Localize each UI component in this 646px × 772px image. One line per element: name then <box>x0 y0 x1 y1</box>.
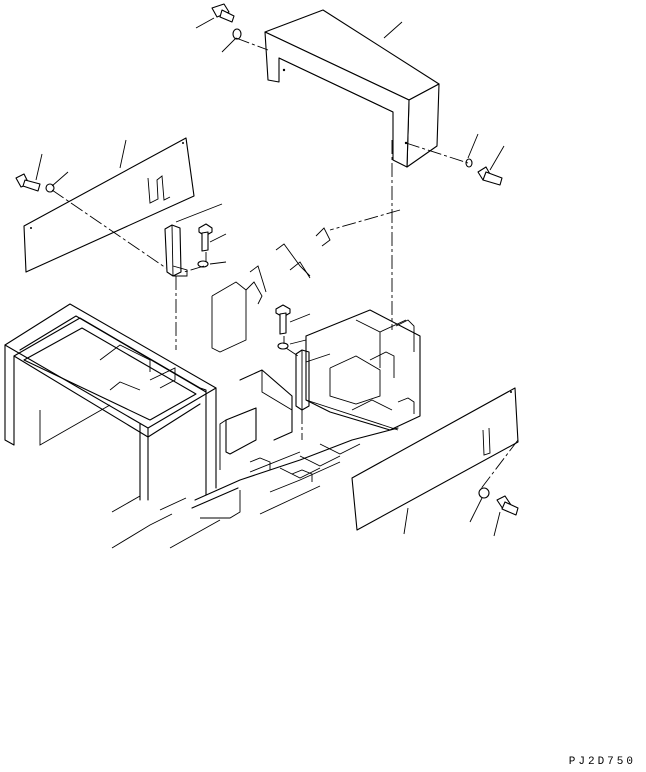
assembly-lines <box>51 37 519 491</box>
small-washer-b <box>277 342 289 350</box>
left-side-plate <box>23 137 195 273</box>
left-bracket <box>164 224 188 277</box>
right-bolt <box>477 166 503 186</box>
right-side-plate <box>351 387 519 531</box>
right-lower-bolt <box>496 495 519 516</box>
top-cover <box>264 9 440 168</box>
left-bolt <box>15 173 41 192</box>
top-washer <box>232 28 242 40</box>
drawing-code-label: PJ2D750 <box>568 756 636 768</box>
small-bolt-a <box>198 223 213 252</box>
top-bolt <box>211 3 235 23</box>
right-washer <box>465 158 473 168</box>
leader-lines <box>35 17 505 537</box>
small-bolt-b <box>275 304 291 335</box>
right-lower-washer <box>478 487 490 499</box>
small-washer-a <box>197 260 209 268</box>
frame-assembly <box>4 227 421 549</box>
